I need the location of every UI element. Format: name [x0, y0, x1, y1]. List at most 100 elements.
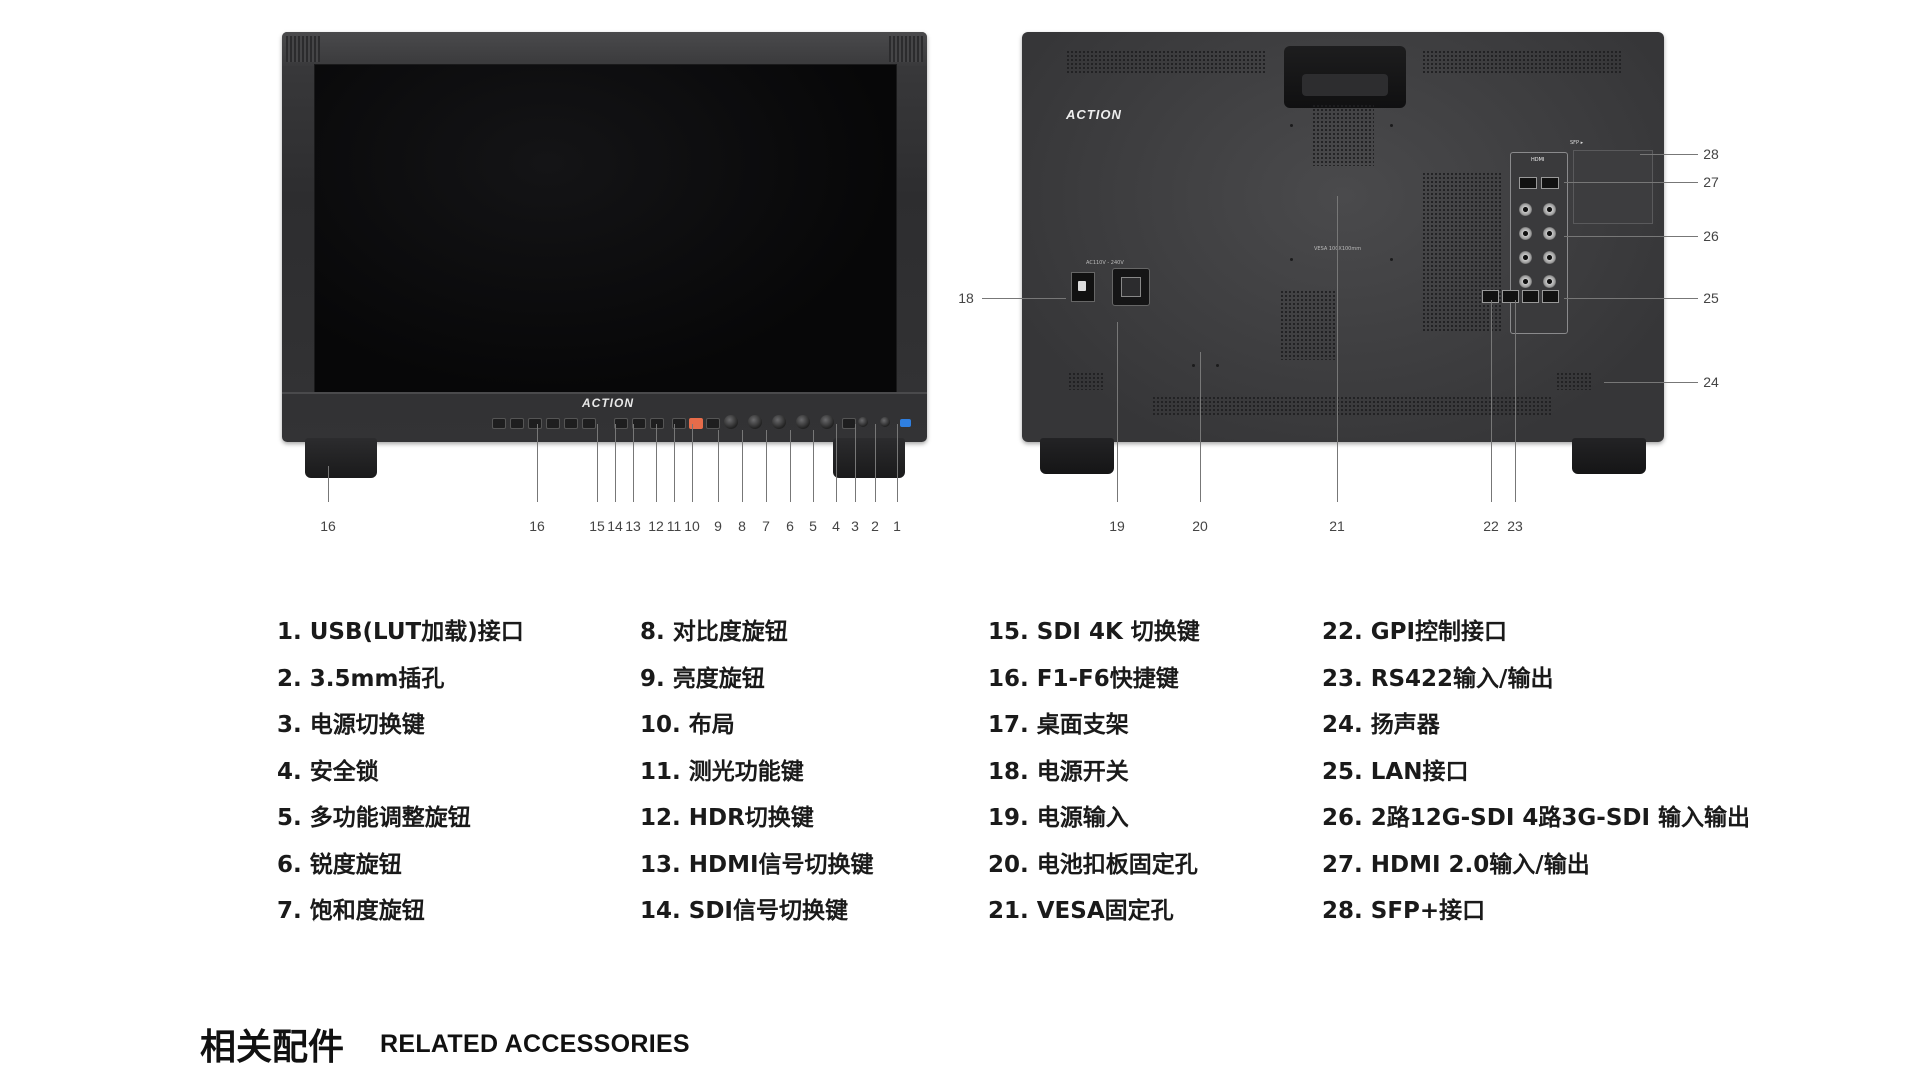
- callout-7: 7: [762, 518, 770, 534]
- legend-item: 3. 电源切换键: [277, 712, 425, 738]
- hdmi-out-port: [1541, 177, 1559, 189]
- callout-5: 5: [809, 518, 817, 534]
- legend-item: 12. HDR切换键: [640, 805, 814, 831]
- sfp-port-cover: [1573, 150, 1653, 224]
- hdmi-label: HDMI: [1531, 157, 1545, 163]
- callout-18: 18: [958, 290, 974, 306]
- f4-button: [546, 418, 560, 429]
- front-stand-left: [305, 438, 377, 478]
- layout-button: [706, 418, 720, 429]
- power-rating-label: AC110V - 240V: [1086, 260, 1124, 266]
- legend-item: 11. 测光功能键: [640, 758, 804, 785]
- rear-side-vent: [1422, 172, 1502, 332]
- section-title-en: RELATED ACCESSORIES: [380, 1030, 690, 1058]
- headphone-jack: [880, 417, 890, 427]
- callout-13: 13: [625, 518, 641, 534]
- legend-item: 26. 2路12G-SDI 4路3G-SDI 输入输出: [1322, 805, 1751, 831]
- legend-column-1: 1. USB(LUT加载)接口 2. 3.5mm插孔 3. 电源切换键 4. 安…: [277, 612, 524, 938]
- rear-speaker-left: [1068, 372, 1104, 390]
- hdmi-in-port: [1519, 177, 1537, 189]
- rear-handle: [1284, 46, 1406, 108]
- saturation-knob: [772, 415, 786, 429]
- rear-top-vent-left: [1066, 50, 1266, 74]
- legend-item: 8. 对比度旋钮: [640, 619, 788, 645]
- monitor-screen: [314, 64, 897, 393]
- legend-column-3: 15. SDI 4K 切换键 16. F1-F6快捷键 17. 桌面支架 18.…: [988, 612, 1200, 938]
- f2-button: [510, 418, 524, 429]
- callout-11: 11: [666, 518, 682, 534]
- rear-bottom-vent: [1152, 396, 1552, 416]
- callout-16b: 16: [529, 518, 545, 534]
- hdmi-button: [650, 418, 664, 429]
- legend-item: 6. 锐度旋钮: [277, 851, 402, 878]
- speaker-grille: [1556, 372, 1592, 390]
- battery-plate-hole: [1192, 364, 1195, 367]
- front-control-strip: [492, 414, 912, 432]
- callout-26: 26: [1703, 228, 1719, 244]
- legend-item: 2. 3.5mm插孔: [277, 665, 445, 692]
- legend-item: 18. 电源开关: [988, 758, 1129, 785]
- vesa-hole: [1390, 258, 1393, 261]
- rear-stand-right: [1572, 438, 1646, 474]
- legend-column-2: 8. 对比度旋钮 9. 亮度旋钮 10. 布局 11. 测光功能键 12. HD…: [640, 612, 874, 938]
- sdi-4k-button: [614, 418, 628, 429]
- vesa-hole: [1290, 258, 1293, 261]
- rear-monitor-photo: ACTION AC110V - 240V VESA 100X100mm HDMI…: [1022, 32, 1664, 442]
- sdi-bnc-connector: [1519, 227, 1532, 240]
- legend-item: 5. 多功能调整旋钮: [277, 805, 471, 831]
- callout-12: 12: [648, 518, 664, 534]
- power-button: [858, 417, 868, 427]
- vesa-hole: [1290, 124, 1293, 127]
- sdi-bnc-connector: [1543, 251, 1556, 264]
- power-input-socket: [1112, 268, 1150, 306]
- callout-10: 10: [684, 518, 700, 534]
- sdi-bnc-connector: [1519, 203, 1532, 216]
- callout-16a: 16: [320, 518, 336, 534]
- front-logo: ACTION: [582, 396, 634, 410]
- rear-top-vent-right: [1422, 50, 1622, 74]
- callout-22: 22: [1483, 518, 1499, 534]
- section-title-cn: 相关配件: [200, 1027, 345, 1068]
- contrast-knob: [748, 415, 762, 429]
- callout-4: 4: [832, 518, 840, 534]
- legend-item: 9. 亮度旋钮: [640, 665, 765, 692]
- legend-item: 4. 安全锁: [277, 758, 379, 785]
- rear-logo: ACTION: [1066, 107, 1122, 122]
- legend-item: 27. HDMI 2.0输入/输出: [1322, 851, 1590, 878]
- legend-item: 16. F1-F6快捷键: [988, 665, 1179, 692]
- sdi-bnc-connector: [1519, 275, 1532, 288]
- legend-item: 23. RS422输入/输出: [1322, 665, 1554, 692]
- lock-button: [842, 418, 856, 429]
- metering-button: [689, 418, 703, 429]
- hdr-button: [672, 418, 686, 429]
- legend-item: 14. SDI信号切换键: [640, 898, 848, 924]
- power-switch: [1071, 272, 1095, 302]
- f5-button: [564, 418, 578, 429]
- legend-item: 25. LAN接口: [1322, 758, 1469, 785]
- callout-28: 28: [1703, 146, 1719, 162]
- rs422-out-port: [1522, 290, 1539, 303]
- sdi-bnc-connector: [1543, 227, 1556, 240]
- callout-23: 23: [1507, 518, 1523, 534]
- io-panel: HDMI: [1510, 152, 1568, 334]
- sdi-bnc-connector: [1519, 251, 1532, 264]
- callout-27: 27: [1703, 174, 1719, 190]
- rear-stand-left: [1040, 438, 1114, 474]
- legend-item: 10. 布局: [640, 712, 735, 738]
- rear-center-vent: [1312, 104, 1374, 166]
- sharpness-knob: [796, 415, 810, 429]
- legend-item: 17. 桌面支架: [988, 712, 1129, 738]
- rear-lower-vent: [1280, 290, 1336, 360]
- usb-port: [900, 419, 911, 427]
- legend-item: 21. VESA固定孔: [988, 898, 1174, 924]
- callout-15: 15: [589, 518, 605, 534]
- callout-8: 8: [738, 518, 746, 534]
- callout-14: 14: [607, 518, 623, 534]
- legend-item: 28. SFP+接口: [1322, 898, 1486, 924]
- multifunction-knob: [820, 415, 834, 429]
- front-chin-line: [282, 392, 927, 394]
- callout-24: 24: [1703, 374, 1719, 390]
- legend-item: 13. HDMI信号切换键: [640, 851, 874, 878]
- callout-25: 25: [1703, 290, 1719, 306]
- sdi-bnc-connector: [1543, 275, 1556, 288]
